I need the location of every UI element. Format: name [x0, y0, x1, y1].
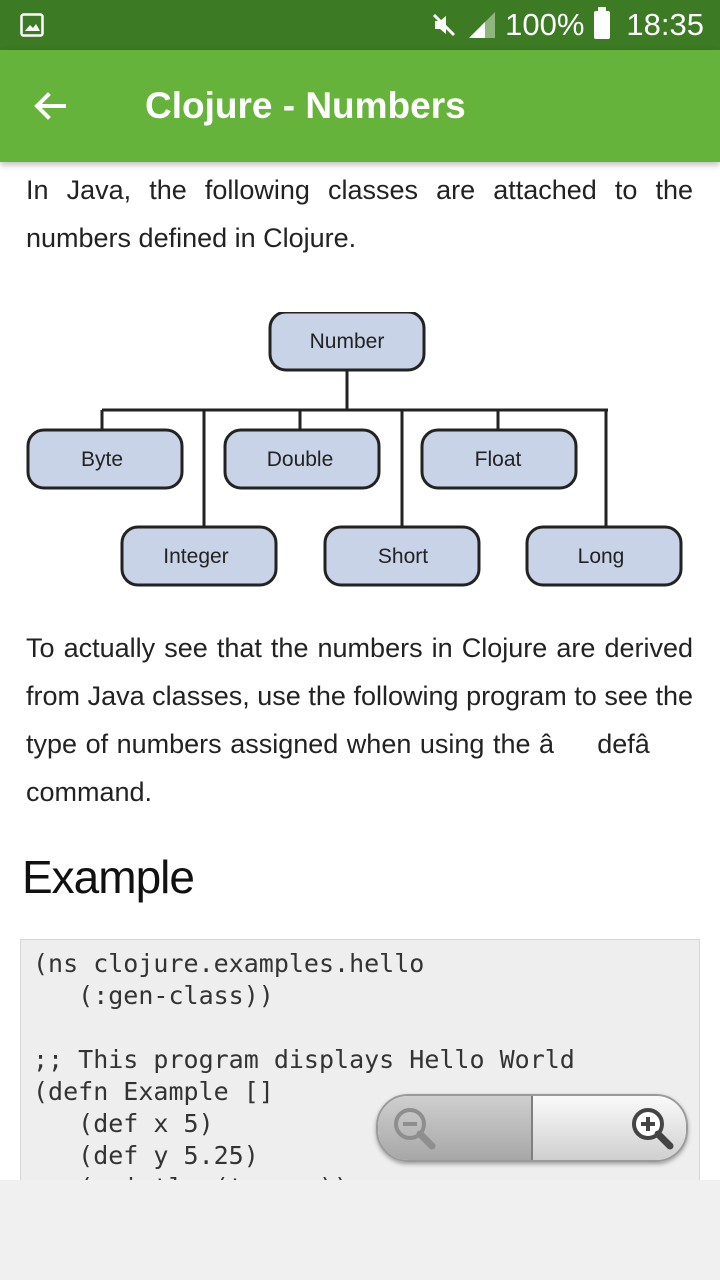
intro-paragraph: In Java, the following classes are attac… [26, 175, 693, 253]
node-byte: Byte [26, 428, 184, 490]
mute-icon [433, 13, 456, 37]
explanation-paragraph: To actually see that the numbers in Cloj… [26, 633, 693, 807]
image-notification-icon [20, 13, 44, 37]
bottom-blank-area [0, 1180, 720, 1280]
zoom-control [376, 1094, 688, 1162]
node-integer: Integer [120, 525, 278, 587]
zoom-out-button[interactable] [378, 1096, 533, 1160]
page-title: Clojure - Numbers [145, 85, 466, 126]
app-bar: Clojure - Numbers [0, 50, 720, 162]
status-indicators: 100% 18:35 [429, 0, 704, 50]
status-bar: 100% 18:35 [0, 0, 720, 50]
zoom-in-icon [632, 1108, 674, 1150]
signal-icon [469, 12, 496, 38]
battery-icon [594, 7, 611, 39]
node-short: Short [323, 525, 481, 587]
clock: 18:35 [626, 7, 704, 42]
node-float: Float [420, 428, 578, 490]
node-short-label: Short [378, 545, 428, 568]
example-heading: Example [22, 851, 195, 903]
node-byte-label: Byte [81, 448, 123, 471]
back-button[interactable] [22, 78, 78, 134]
number-class-diagram: Number Byte Double Float Integer Short L… [26, 312, 683, 587]
arrow-back-icon [34, 92, 66, 120]
node-float-label: Float [475, 448, 522, 471]
node-number: Number [268, 312, 426, 372]
node-long-label: Long [578, 545, 625, 568]
node-double-label: Double [267, 448, 334, 471]
node-number-label: Number [310, 330, 385, 353]
node-integer-label: Integer [163, 545, 228, 568]
article-content[interactable]: In Java, the following classes are attac… [0, 162, 720, 1180]
zoom-in-button[interactable] [533, 1096, 686, 1160]
diagram-connectors [100, 370, 608, 527]
zoom-out-icon [394, 1108, 436, 1150]
battery-percentage: 100% [505, 7, 585, 42]
node-double: Double [223, 428, 381, 490]
node-long: Long [525, 525, 683, 587]
